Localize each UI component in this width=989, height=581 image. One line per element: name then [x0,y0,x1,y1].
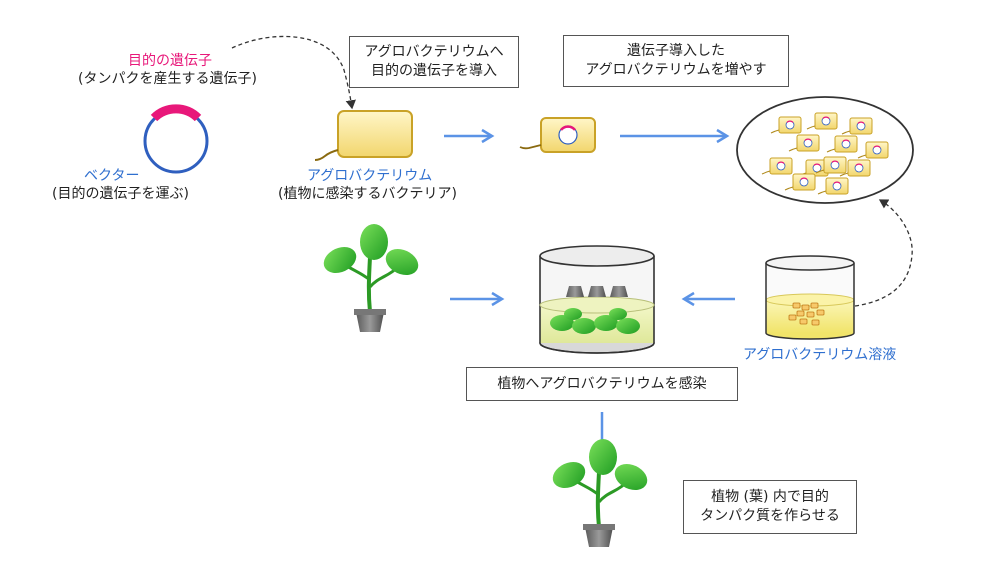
infection-chamber-icon [539,245,655,354]
solution-label: アグロバクテリウム溶液 [743,347,897,363]
plant-after-icon [546,437,654,549]
step-box-infect: 植物へアグロバクテリウムを感染 [466,367,738,401]
step-box-produce-line2: タンパク質を作らせる [700,508,840,524]
vector-sub-label: (目的の遺伝子を運ぶ) [52,186,189,202]
step-box-grow-line1: 遺伝子導入した [627,43,725,59]
agro-solution-beaker-icon [765,255,855,340]
step-box-produce: 植物 (葉) 内で目的 タンパク質を作らせる [683,480,857,534]
arrow-agro-to-transformed [444,128,495,144]
dashed-arrow-solution-to-culture [854,199,913,307]
bacteria-culture-icon [736,96,914,204]
gene-sub-label: (タンパクを産生する遺伝子) [78,71,257,87]
gene-label: 目的の遺伝子 [128,53,212,69]
step-box-introduce-line1: アグロバクテリウムへ [364,44,504,60]
step-box-infect-text: 植物へアグロバクテリウムを感染 [497,375,707,392]
step-box-introduce: アグロバクテリウムへ 目的の遺伝子を導入 [349,36,519,88]
step-box-produce-line1: 植物 (葉) 内で目的 [711,489,829,505]
vector-label: ベクター [84,168,140,184]
agro-label: アグロバクテリウム [307,168,433,184]
agrobacterium-icon [314,110,413,161]
arrow-solution-to-container [681,291,735,307]
plant-before-icon [317,222,425,334]
arrow-transformed-to-culture [620,128,730,144]
agro-sub-label: (植物に感染するバクテリア) [278,186,457,202]
arrow-plant-to-container [450,291,505,307]
step-box-grow-line2: アグロバクテリウムを増やす [585,62,767,78]
dashed-arrow-gene-to-agro [231,35,356,110]
vector-plasmid-icon [143,104,209,174]
step-box-introduce-line2: 目的の遺伝子を導入 [371,63,497,79]
step-box-grow: 遺伝子導入した アグロバクテリウムを増やす [563,35,789,87]
transformed-agrobacterium-icon [519,117,596,153]
